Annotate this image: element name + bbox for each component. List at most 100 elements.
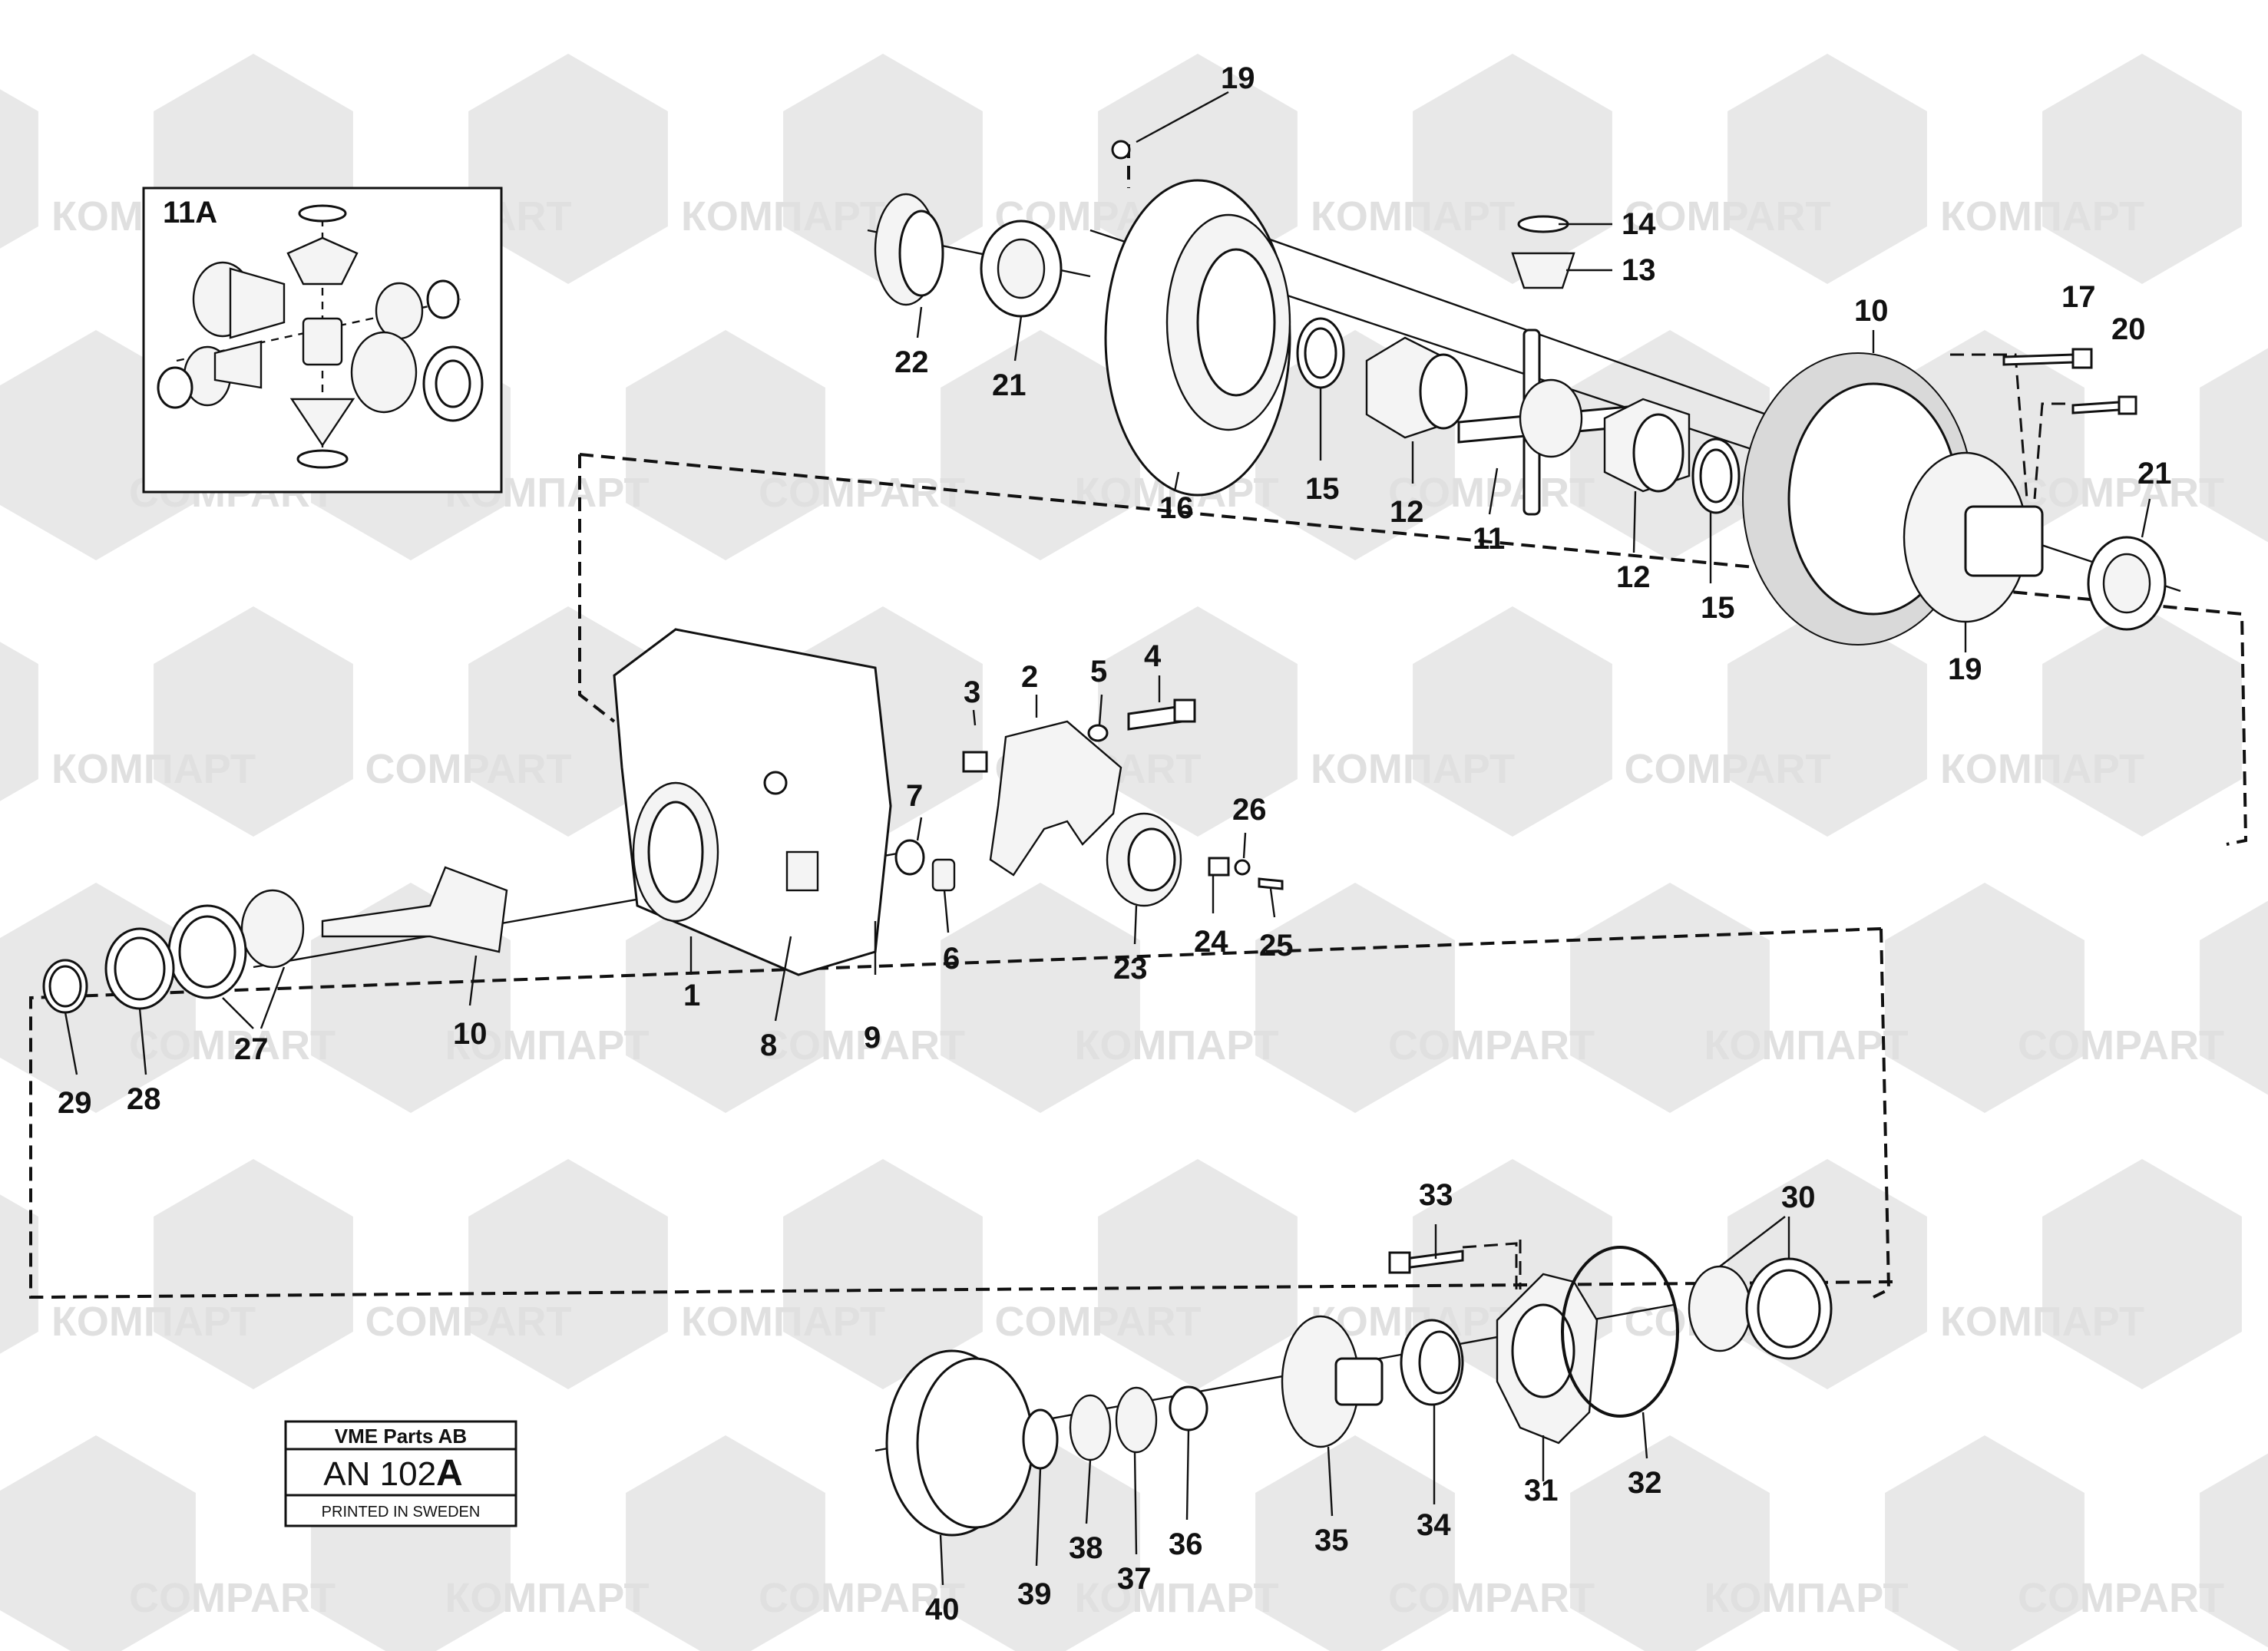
- differential-assembly: [867, 91, 2181, 652]
- watermark-hexagon: [1570, 1435, 1770, 1651]
- watermark-hexagon: [1885, 1435, 2085, 1651]
- callout-1: 1: [683, 979, 700, 1012]
- watermark-text: COMPART: [1388, 1575, 1595, 1621]
- callout-19-right: 19: [1948, 652, 1982, 686]
- callout-33: 33: [1419, 1178, 1453, 1212]
- watermark-text: КОМПАРТ: [681, 1299, 885, 1345]
- watermark-text: КОМПАРТ: [445, 1575, 649, 1621]
- callout-3: 3: [964, 675, 980, 709]
- watermark-text: COMPART: [365, 1299, 572, 1345]
- watermark-hexagon: [2042, 54, 2242, 284]
- watermark-hexagon: [1413, 54, 1612, 284]
- watermark-text: КОМПАРТ: [1074, 1022, 1278, 1068]
- callout-6: 6: [943, 942, 960, 976]
- watermark-text: КОМПАРТ: [1311, 193, 1515, 239]
- watermark-text: КОМПАРТ: [1940, 1299, 2144, 1345]
- callout-15-right: 15: [1701, 591, 1735, 625]
- watermark-hexagon: [468, 54, 668, 284]
- stamp-code: AN 102A: [323, 1453, 462, 1494]
- callout-10-top: 10: [1854, 294, 1889, 328]
- callout-7: 7: [906, 779, 923, 813]
- callout-32: 32: [1628, 1466, 1662, 1500]
- watermark-text: КОМПАРТ: [1311, 746, 1515, 792]
- callout-36: 36: [1169, 1527, 1203, 1561]
- watermark-text: КОМПАРТ: [1940, 746, 2144, 792]
- callout-23: 23: [1113, 952, 1148, 986]
- watermark-text: COMPART: [2018, 1575, 2224, 1621]
- watermark-hexagon: [154, 1159, 353, 1389]
- stamp-company: VME Parts AB: [335, 1425, 467, 1448]
- watermark-hexagon: [468, 606, 668, 837]
- watermark-text: COMPART: [995, 1299, 1202, 1345]
- watermark-text: COMPART: [2018, 1022, 2224, 1068]
- watermark-text: COMPART: [1625, 193, 1831, 239]
- watermark-hexagon: [626, 1435, 825, 1651]
- callout-25: 25: [1259, 929, 1294, 963]
- watermark-text: COMPART: [759, 1575, 965, 1621]
- watermark-hexagon: [1885, 883, 2085, 1113]
- watermark-hexagon: [1727, 606, 1927, 837]
- watermark-hexagon: [468, 1159, 668, 1389]
- callout-10-pinion: 10: [453, 1017, 488, 1051]
- callout-30: 30: [1781, 1180, 1816, 1214]
- watermark-hexagon: [0, 642, 38, 801]
- callout-8: 8: [760, 1029, 777, 1062]
- group-outlines: [29, 144, 2248, 1299]
- callout-2: 2: [1021, 660, 1038, 694]
- watermark-hexagon: [1727, 54, 1927, 284]
- callout-19-top: 19: [1221, 61, 1255, 95]
- callout-31: 31: [1524, 1474, 1559, 1507]
- callout-38: 38: [1069, 1531, 1103, 1565]
- housing-assembly: [42, 628, 1284, 1075]
- callout-28: 28: [127, 1082, 161, 1116]
- watermark-hexagon: [941, 883, 1140, 1113]
- watermark-text: COMPART: [1388, 1022, 1595, 1068]
- watermark-hexagon: [1098, 1159, 1298, 1389]
- title-stamp: VME Parts AB AN 102A PRINTED IN SWEDEN: [284, 1420, 517, 1527]
- callout-13: 13: [1622, 253, 1656, 287]
- callout-11: 11: [1473, 522, 1505, 556]
- watermark-text: COMPART: [759, 470, 965, 516]
- watermark-hexagon: [154, 606, 353, 837]
- watermark-hexagons: [0, 54, 2268, 1651]
- callout-16: 16: [1159, 491, 1194, 525]
- callout-34: 34: [1417, 1508, 1451, 1542]
- watermark-text: COMPART: [1625, 746, 1831, 792]
- watermark-hexagon: [0, 1435, 196, 1651]
- hub-assembly: [874, 1216, 1833, 1586]
- watermark-hexagon: [2200, 348, 2268, 543]
- callout-40: 40: [925, 1593, 960, 1626]
- stamp-printed: PRINTED IN SWEDEN: [322, 1504, 481, 1521]
- watermark-text: КОМПАРТ: [51, 1299, 256, 1345]
- watermark-text: КОМПАРТ: [681, 193, 885, 239]
- callout-21-left: 21: [992, 368, 1027, 402]
- watermark-text: КОМПАРТ: [445, 1022, 649, 1068]
- watermark-text: COMPART: [129, 1022, 336, 1068]
- watermark-hexagon: [1255, 883, 1455, 1113]
- callout-35: 35: [1314, 1524, 1349, 1557]
- inset-label: 11A: [163, 196, 217, 229]
- watermark-text: КОМПАРТ: [1074, 1575, 1278, 1621]
- callout-17: 17: [2061, 280, 2096, 314]
- watermark-text: COMPART: [129, 1575, 336, 1621]
- callout-5: 5: [1090, 655, 1107, 688]
- watermark-text: КОМПАРТ: [1704, 1022, 1908, 1068]
- callouts: 19 14 13 22 21 16 15 12 11 12 15 10 17 2…: [58, 61, 2172, 1626]
- callout-24: 24: [1194, 925, 1228, 959]
- callout-14: 14: [1622, 207, 1656, 241]
- callout-12-left: 12: [1390, 495, 1424, 529]
- callout-21-right: 21: [2137, 457, 2172, 490]
- watermark-hexagon: [2042, 1159, 2242, 1389]
- callout-22: 22: [894, 345, 929, 379]
- watermark-hexagon: [941, 330, 1140, 560]
- inset-11a: 11A: [142, 187, 503, 494]
- callout-27: 27: [234, 1032, 269, 1066]
- watermark-hexagon: [626, 330, 825, 560]
- callout-37: 37: [1117, 1562, 1152, 1596]
- watermark-hexagon: [0, 1194, 38, 1354]
- watermark-text: COMPART: [365, 746, 572, 792]
- callout-39: 39: [1017, 1577, 1052, 1611]
- watermark-hexagon: [783, 1159, 983, 1389]
- watermark-text: COMPART: [759, 1022, 965, 1068]
